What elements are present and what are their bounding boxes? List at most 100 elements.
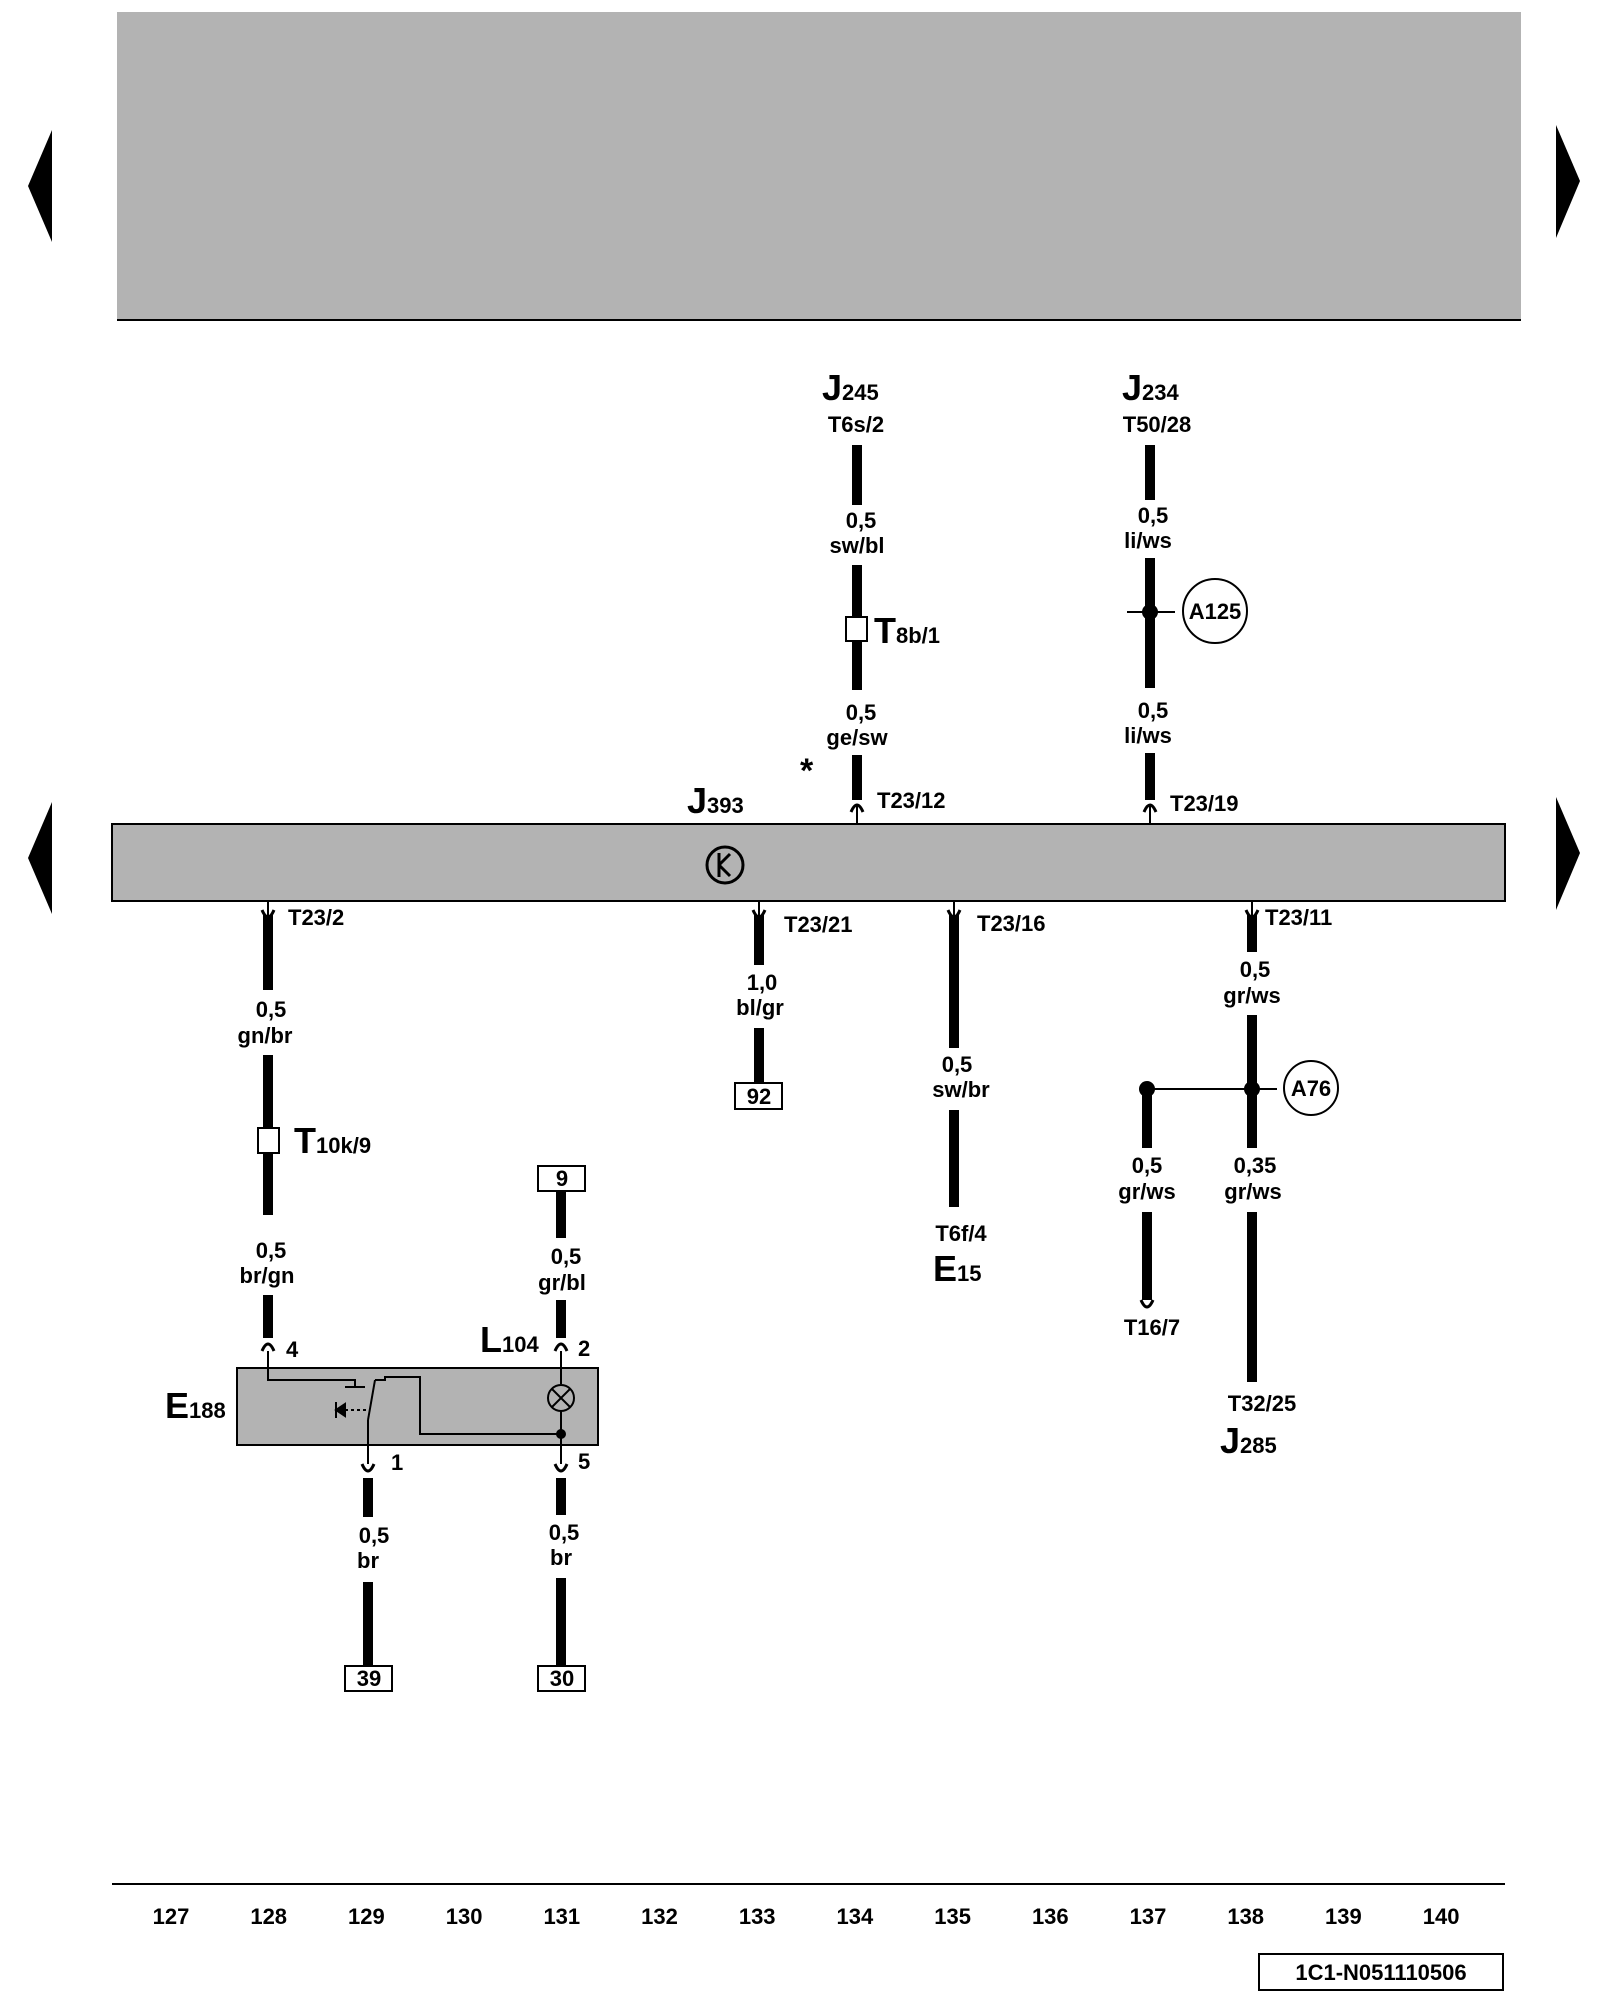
component-label-e188: E188: [165, 1385, 226, 1426]
wire-color-131a: gr/bl: [538, 1270, 586, 1295]
reference-label-92: 92: [747, 1084, 771, 1109]
pin-label-t23-19: T23/19: [1170, 791, 1239, 816]
wire-size-138a: 0,5: [1240, 957, 1271, 982]
wire-size-137b: 0,5: [1138, 698, 1169, 723]
junction-dot-a125: [1142, 604, 1158, 620]
clock-symbol-icon: [705, 845, 745, 885]
track-number: 135: [934, 1904, 971, 1929]
wire-size-134a: 0,5: [846, 508, 877, 533]
track-number: 137: [1130, 1904, 1167, 1929]
track-number: 131: [543, 1904, 580, 1929]
track-number: 140: [1423, 1904, 1460, 1929]
wire-color-137b: li/ws: [1124, 723, 1172, 748]
track-number: 132: [641, 1904, 678, 1929]
pin-label-t23-2: T23/2: [288, 905, 344, 930]
pin-label-e188-1: 1: [391, 1450, 403, 1475]
pin-label-t16-7: T16/7: [1124, 1315, 1180, 1340]
document-id: 1C1-N051110506: [1295, 1960, 1466, 1985]
wire-color-129: br: [357, 1548, 379, 1573]
junction-dot-a76-main: [1244, 1081, 1260, 1097]
prev-page-arrow-top[interactable]: [28, 130, 52, 242]
pin-arrow-l104-5: [553, 1463, 569, 1473]
wire-color-133: bl/gr: [736, 995, 784, 1020]
next-page-arrow-top[interactable]: [1556, 125, 1580, 238]
track-number: 134: [837, 1904, 874, 1929]
junction-circle-a125: [1182, 578, 1248, 644]
track-number: 127: [153, 1904, 190, 1929]
pin-label-t23-11: T23/11: [1265, 905, 1332, 930]
source-label-j245: J245: [822, 367, 879, 408]
asterisk-mark: *: [800, 752, 814, 790]
reference-box-39: [344, 1665, 393, 1692]
connector-t8b-icon: [845, 616, 868, 642]
controller-label: J393: [687, 780, 744, 821]
connector-label-t10k: T10k/9: [294, 1120, 371, 1161]
wire-color-134b: ge/sw: [826, 725, 888, 750]
wire-color-131b: br: [550, 1545, 572, 1570]
pin-label-l104-2: 2: [578, 1336, 590, 1361]
wire-size-135: 0,5: [942, 1052, 973, 1077]
wire-size-138b: 0,35: [1234, 1153, 1277, 1178]
component-label-l104: L104: [480, 1319, 539, 1360]
wire-color-134a: sw/bl: [829, 533, 884, 558]
track-number: 138: [1227, 1904, 1264, 1929]
pin-arrow-e188-4: [260, 1342, 276, 1352]
wire-size-137a: 0,5: [1138, 503, 1169, 528]
reference-label-30: 30: [550, 1666, 574, 1691]
next-page-arrow-middle[interactable]: [1556, 797, 1580, 910]
reference-label-39: 39: [357, 1666, 381, 1691]
wire-color-138a: gr/ws: [1223, 983, 1280, 1008]
wire-color-138b: gr/ws: [1224, 1179, 1281, 1204]
wire-size-131a: 0,5: [551, 1244, 582, 1269]
track-number: 133: [739, 1904, 776, 1929]
pin-label-l104-5: 5: [578, 1449, 590, 1474]
source-pin-t6s-2: T6s/2: [828, 412, 884, 437]
junction-circle-a76: [1283, 1060, 1339, 1116]
wire-size-129: 0,5: [359, 1523, 390, 1548]
wire-color-135: sw/br: [932, 1077, 990, 1102]
track-number: 129: [348, 1904, 385, 1929]
connector-t10k-icon: [257, 1127, 280, 1154]
component-label-j285: J285: [1220, 1420, 1277, 1461]
lamp-symbol-icon: [547, 1351, 575, 1464]
wire-size-128a: 0,5: [256, 997, 287, 1022]
track-number: 128: [250, 1904, 287, 1929]
junction-label-a125: A125: [1189, 599, 1242, 624]
wire-size-133: 1,0: [747, 970, 778, 995]
pin-label-t23-12: T23/12: [877, 788, 946, 813]
wire-size-128b: 0,5: [256, 1238, 287, 1263]
wire-color-137a: li/ws: [1124, 528, 1172, 553]
wire-color-128a: gn/br: [238, 1023, 293, 1048]
pin-label-e188-4: 4: [286, 1337, 299, 1362]
wire-size-131b: 0,5: [549, 1520, 580, 1545]
pin-arrow-t16-7: [1139, 1299, 1155, 1309]
track-number: 130: [446, 1904, 483, 1929]
component-label-e15: E15: [933, 1248, 982, 1289]
control-unit-bar: [111, 823, 1506, 902]
wire-color-128b: br/gn: [240, 1263, 295, 1288]
track-number: 139: [1325, 1904, 1362, 1929]
connector-label-t8b: T8b/1: [874, 610, 940, 651]
wire-color-137c: gr/ws: [1118, 1179, 1175, 1204]
top-header-panel: [117, 12, 1521, 319]
wire-size-137c: 0,5: [1132, 1153, 1163, 1178]
prev-page-arrow-middle[interactable]: [28, 802, 52, 914]
pin-arrow-e188-1: [360, 1463, 376, 1473]
source-pin-t50-28: T50/28: [1123, 412, 1192, 437]
reference-box-30: [537, 1665, 586, 1692]
junction-dot-e188: [556, 1429, 566, 1439]
reference-label-9: 9: [556, 1166, 568, 1191]
source-label-j234: J234: [1122, 367, 1180, 408]
pin-arrow-t23-19: [1142, 803, 1158, 813]
pin-arrow-t23-12: [849, 803, 865, 813]
document-id-box: [1258, 1953, 1504, 1991]
pin-label-t23-21: T23/21: [784, 912, 853, 937]
track-number: 136: [1032, 1904, 1069, 1929]
switch-symbol-icon: [267, 1351, 558, 1464]
pin-label-t23-16: T23/16: [977, 911, 1046, 936]
junction-label-a76: A76: [1291, 1076, 1331, 1101]
pin-arrow-l104-2: [553, 1342, 569, 1352]
wire-size-134b: 0,5: [846, 700, 877, 725]
pin-label-t6f-4: T6f/4: [935, 1221, 987, 1246]
